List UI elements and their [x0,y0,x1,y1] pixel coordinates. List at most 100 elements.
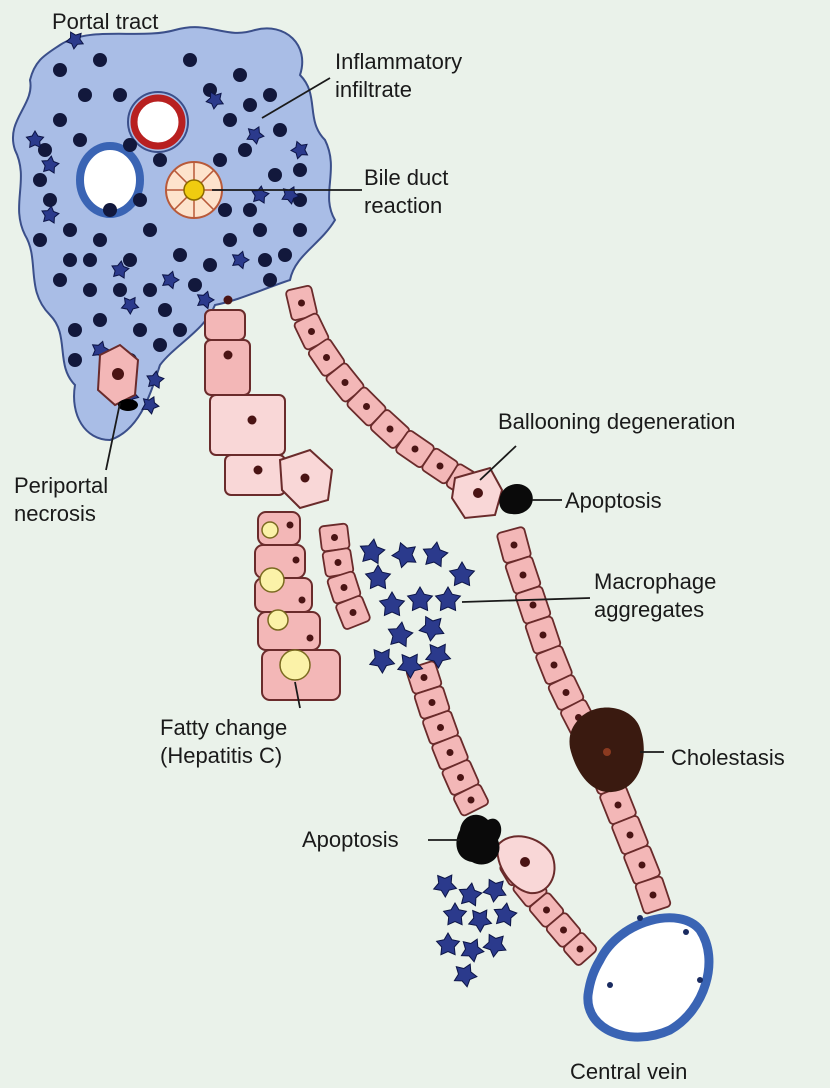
macrophage [436,587,461,611]
nucleus [298,300,305,307]
macrophage [360,539,384,563]
nucleus [473,488,483,498]
label-bile-duct-reaction: Bile duct reaction [364,164,448,220]
nucleus [299,597,306,604]
lymphocyte [33,233,47,247]
lymphocyte [153,153,167,167]
nucleus [437,724,444,731]
label-line: Periportal [14,472,108,500]
nucleus [530,602,537,609]
lymphocyte [293,163,307,177]
lymphocyte [93,233,107,247]
nucleus [421,674,428,681]
lymphocyte [103,203,117,217]
nucleus [563,689,570,696]
lymphocyte [123,138,137,152]
lymphocyte [123,253,137,267]
macrophage [408,587,433,611]
nucleus [639,862,646,869]
label-line: aggregates [594,596,716,624]
lymphocyte [143,283,157,297]
macrophage [444,903,467,925]
lymphocyte [153,338,167,352]
nucleus [429,699,436,706]
portal-tract [13,27,335,440]
lymphocyte [173,248,187,262]
lymphocyte [63,253,77,267]
lymphocyte [53,273,67,287]
nucleus [350,609,357,616]
lymphocyte [143,223,157,237]
lymphocyte [183,53,197,67]
lymphocyte [278,248,292,262]
lymphocyte [68,353,82,367]
nucleus [307,635,314,642]
fat-droplet [260,568,284,592]
hepatocyte [205,310,245,340]
macrophage [423,542,447,566]
macrophage [450,562,475,586]
nucleus [650,892,657,899]
hepatocyte [225,455,285,495]
nucleus [577,946,584,953]
lymphocyte [273,123,287,137]
hepatocyte-plate-middle-lower [406,660,490,816]
macrophage [366,565,391,589]
lymphocyte [203,258,217,272]
nucleus [341,584,348,591]
central-vein [588,915,709,1037]
macrophage [434,875,457,897]
hepatocyte-plate-middle [319,523,371,630]
nucleus [615,802,622,809]
nucleus [224,296,233,305]
label-periportal-necrosis: Periportal necrosis [14,472,108,528]
lymphocyte [113,283,127,297]
macrophage-aggregate-lower [434,875,517,987]
fat-droplet [262,522,278,538]
label-line: Inflammatory [335,48,462,76]
label-line: infiltrate [335,76,462,104]
nucleus [560,927,567,934]
nucleus [468,797,475,804]
lymphocyte [63,223,77,237]
nucleus [520,857,530,867]
label-line: (Hepatitis C) [160,742,287,770]
nucleus [551,662,558,669]
macrophage [494,903,517,926]
macrophage [483,935,506,957]
macrophage [388,622,412,646]
macrophage [437,933,460,955]
label-portal-tract: Portal tract [52,8,158,36]
lymphocyte [173,323,187,337]
nucleus [254,466,263,475]
lymphocyte [243,98,257,112]
lymphocyte [268,168,282,182]
lymphocyte [158,303,172,317]
lymphocyte [133,323,147,337]
bile-duct-lumen [184,180,204,200]
lymphocyte [78,88,92,102]
nucleus [520,572,527,579]
nucleus [323,354,330,361]
macrophage [454,964,477,987]
endothelial-nucleus [607,982,613,988]
lymphocyte [233,68,247,82]
nucleus [603,748,611,756]
lymphocyte [73,133,87,147]
nucleus [412,446,419,453]
nucleus [437,463,444,470]
lymphocyte [263,273,277,287]
nucleus [447,749,454,756]
lymphocyte [33,173,47,187]
label-ballooning-degeneration: Ballooning degeneration [498,408,735,436]
macrophage [483,880,506,902]
nucleus [301,474,310,483]
nucleus [331,534,338,541]
hepatocyte [210,395,285,455]
nucleus [387,426,394,433]
label-macrophage-aggregates: Macrophage aggregates [594,568,716,624]
macrophage [461,939,484,962]
lymphocyte [238,143,252,157]
portal-tract-shape [13,27,335,440]
lymphocyte [253,223,267,237]
